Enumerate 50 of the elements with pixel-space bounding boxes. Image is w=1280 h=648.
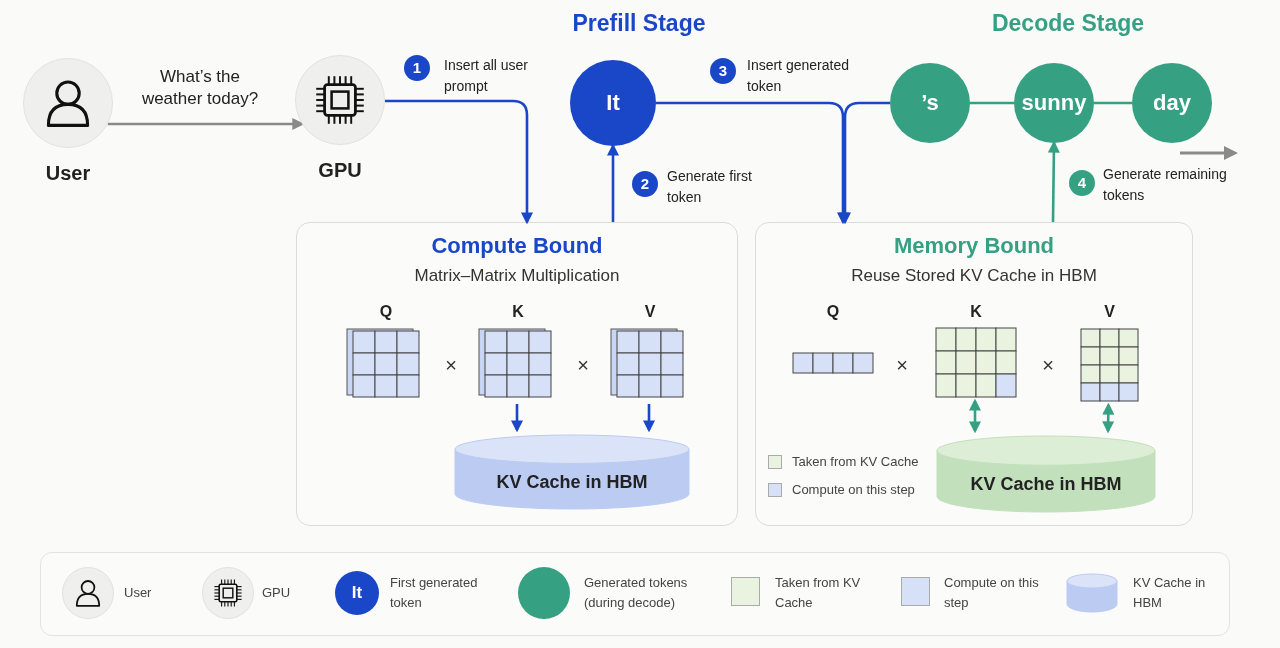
connector-line	[970, 101, 1014, 105]
legend-text: Generated tokens (during decode)	[584, 574, 689, 612]
legend-text: User	[124, 584, 153, 602]
matrix-label: Q	[825, 303, 841, 321]
multiply-sign: ×	[895, 353, 909, 377]
legend-text: First generated token	[390, 574, 479, 612]
token-circle: sunny	[1014, 63, 1094, 143]
stage-heading: Decode Stage	[990, 10, 1146, 37]
matrix-label: K	[511, 303, 525, 321]
cylinder-label: KV Cache in HBM	[969, 474, 1123, 495]
legend-text: Taken from KV Cache	[792, 454, 920, 470]
multiply-sign: ×	[444, 353, 458, 377]
step-number-badge: 1	[404, 55, 430, 81]
matrix-label: V	[1103, 303, 1116, 321]
step-number-badge: 4	[1069, 170, 1095, 196]
kv-cache-cylinder	[936, 435, 1156, 513]
token-circle: ’s	[890, 63, 970, 143]
step-number-badge: 2	[632, 171, 658, 197]
legend-text: Taken from KV Cache	[775, 574, 862, 612]
matrix-label: K	[969, 303, 983, 321]
legend-text: Compute on this step	[944, 574, 1039, 612]
arrow	[511, 404, 523, 433]
step-number-badge: 3	[710, 58, 736, 84]
token-circle: It	[570, 60, 656, 146]
legend-sample-text: It	[350, 582, 364, 603]
legend-text: Compute on this step	[792, 482, 916, 498]
double-arrow	[1102, 402, 1115, 434]
panel-subtitle: Matrix–Matrix Multiplication	[413, 266, 621, 286]
arrow	[1047, 140, 1060, 222]
double-arrow	[969, 398, 981, 434]
node-label: GPU	[317, 159, 363, 182]
matrix-label: V	[643, 303, 657, 321]
legend-text: KV Cache in HBM	[1133, 574, 1207, 612]
arrow	[607, 143, 619, 222]
cylinder-label: KV Cache in HBM	[495, 472, 649, 493]
arrow	[643, 404, 655, 433]
kv-cache-cylinder	[454, 434, 690, 510]
node-label: User	[44, 162, 92, 185]
panel-subtitle: Reuse Stored KV Cache in HBM	[850, 266, 1098, 286]
stage-panel	[755, 222, 1193, 526]
stage-panel	[296, 222, 738, 526]
panel-title: Compute Bound	[430, 233, 604, 259]
token-circle: day	[1132, 63, 1212, 143]
matrix-label: Q	[378, 303, 394, 321]
multiply-sign: ×	[576, 353, 590, 377]
stage-heading: Prefill Stage	[571, 10, 707, 37]
multiply-sign: ×	[1041, 353, 1055, 377]
legend-text: GPU	[262, 584, 292, 602]
panel-title: Memory Bound	[892, 233, 1056, 259]
connector-line	[1094, 101, 1132, 105]
